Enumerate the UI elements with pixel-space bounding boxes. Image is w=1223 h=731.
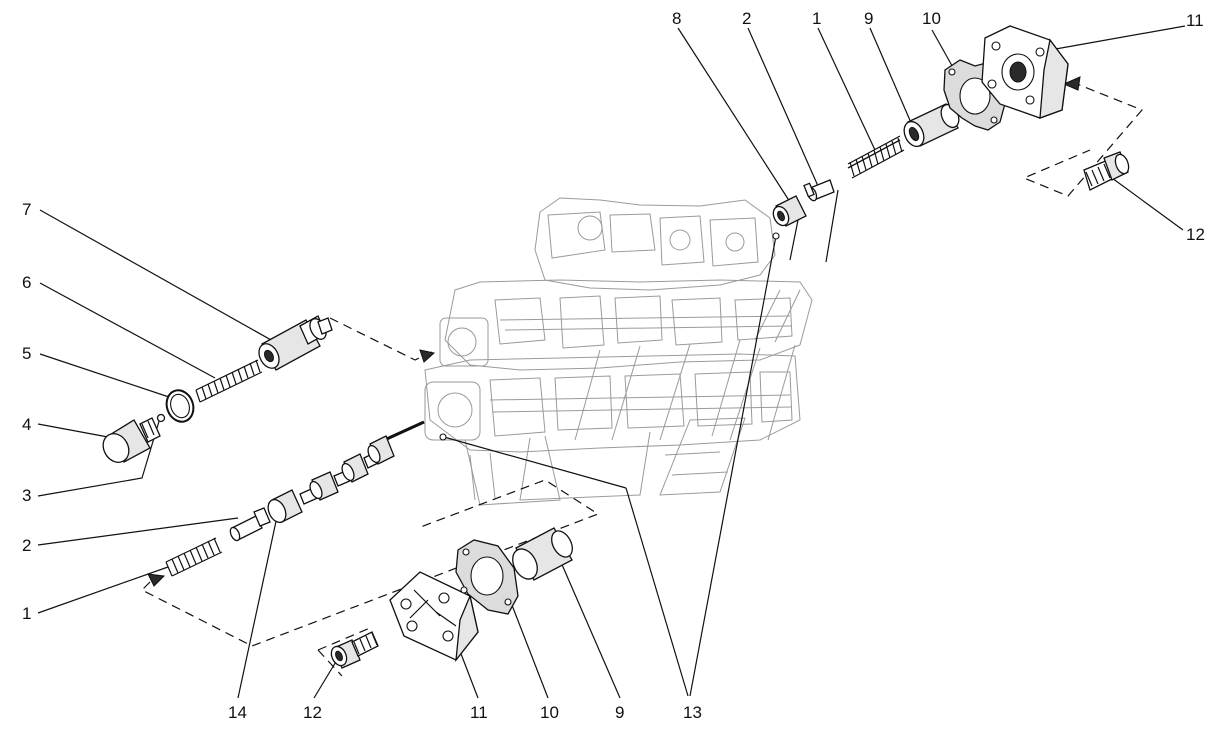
callout-8: 8 [672,9,681,28]
valve-body-housing [424,197,813,506]
arrowhead-icon [1062,76,1081,91]
spring-part-6 [195,359,263,403]
gasket-part-10-bottom [455,539,519,615]
ball-part-3 [156,413,166,423]
callouts-bottom: 14 12 11 10 9 13 [228,703,702,722]
callout-5: 5 [22,344,31,363]
callout-7: 7 [22,200,31,219]
callout-14: 14 [228,703,247,722]
sleeve-part-9-bottom [512,527,573,581]
callout-1: 1 [22,604,31,623]
callout-12: 12 [303,703,322,722]
pin-part-2-top [803,179,835,202]
assembly-paths [140,76,1144,677]
callout-2: 2 [742,9,751,28]
plug-part-4 [102,417,161,463]
callout-3: 3 [22,486,31,505]
callouts-top: 8 2 1 9 10 11 12 [672,9,1205,244]
screw-part-12-bottom [330,631,379,669]
o-ring-part-5 [165,389,195,423]
cover-plate-part-11-bottom [389,571,479,663]
cover-plate-part-11-top [981,25,1069,119]
callout-10: 10 [922,9,941,28]
callout-4: 4 [22,415,31,434]
screw-part-12-top [1083,151,1130,191]
pin-part-2-left [229,507,271,542]
callout-9: 9 [864,9,873,28]
sleeve-part-9-top [903,103,960,148]
callout-9: 9 [615,703,624,722]
arrowhead-icon [147,573,166,587]
spool-part-14 [267,420,425,524]
valve-part-7 [258,315,333,371]
spring-part-1-top [847,135,905,179]
callout-2: 2 [22,536,31,555]
callout-11: 11 [1186,11,1204,30]
callout-10: 10 [540,703,559,722]
bushing-part-8 [772,195,807,227]
leader-lines [37,25,1186,699]
callouts-left: 7 6 5 4 3 2 1 [22,200,31,623]
callout-1: 1 [812,9,821,28]
callout-12: 12 [1186,225,1205,244]
callout-11: 11 [470,703,488,722]
arrowhead-icon [419,349,436,363]
spring-part-1-left [165,537,223,577]
callout-6: 6 [22,273,31,292]
callout-13: 13 [683,703,702,722]
